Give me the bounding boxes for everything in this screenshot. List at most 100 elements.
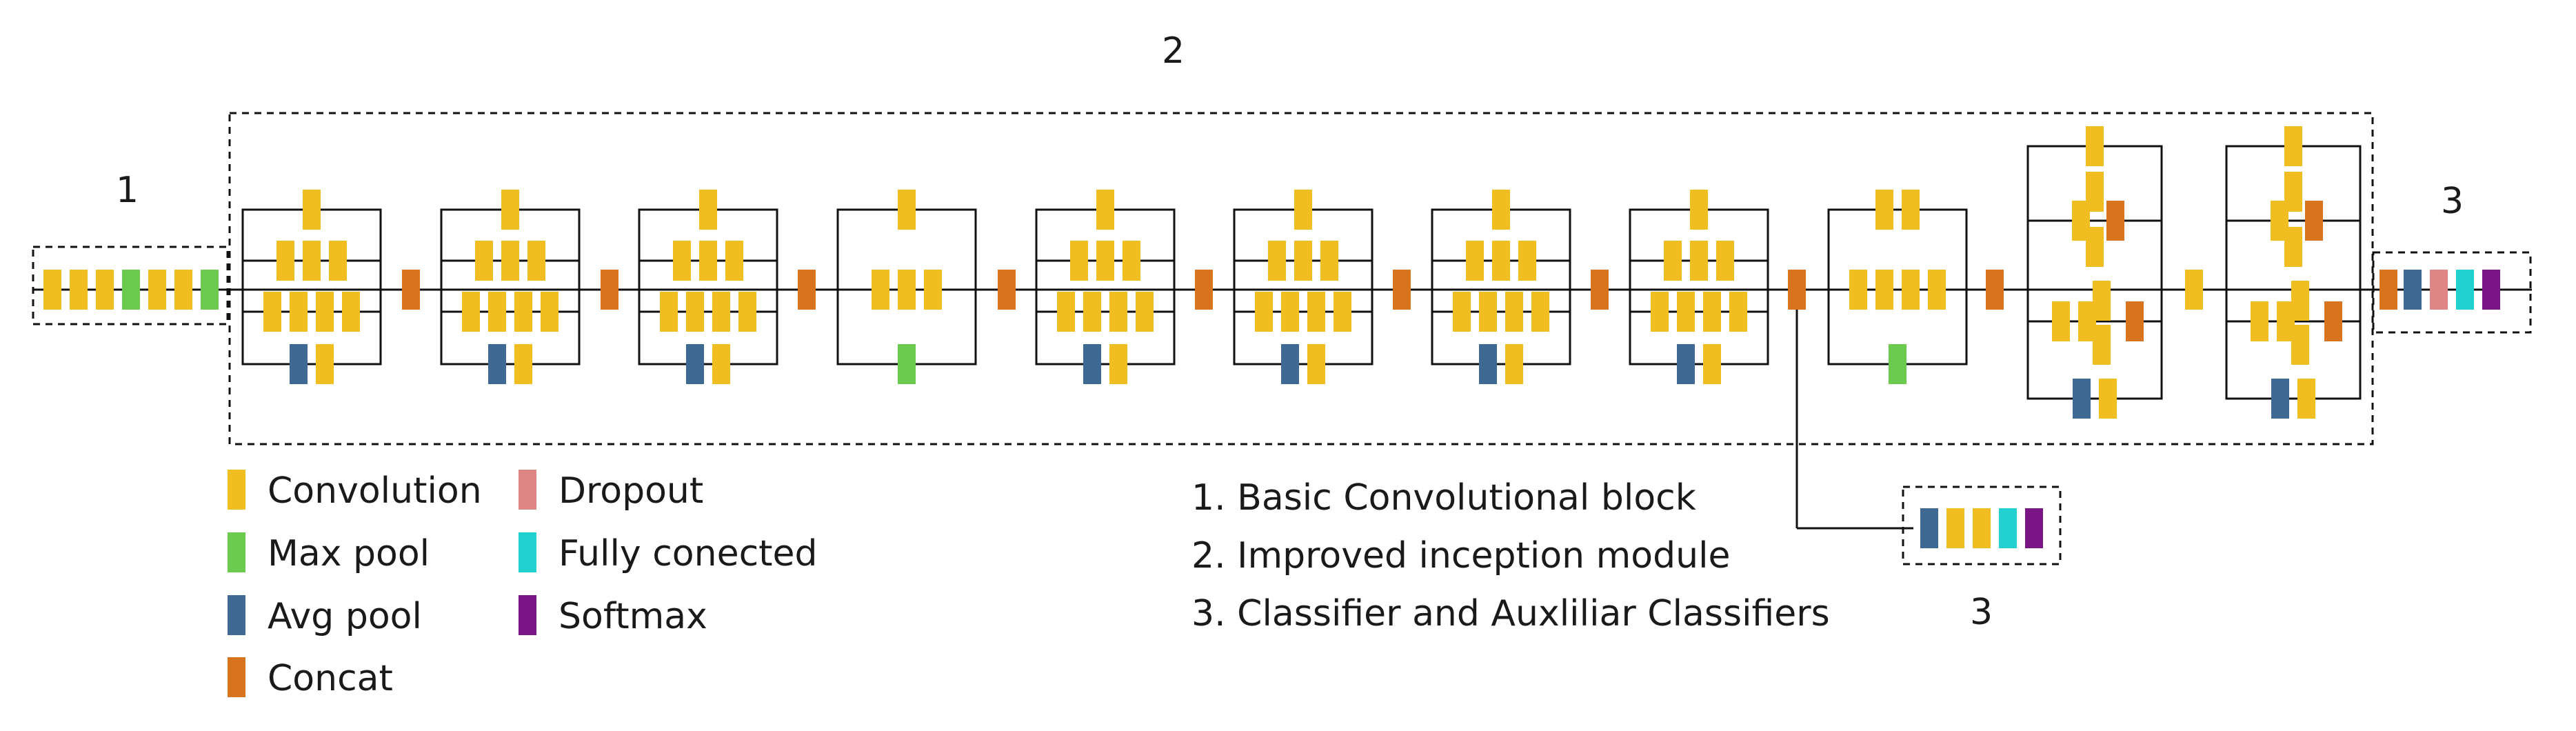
convolution-layer bbox=[501, 190, 519, 230]
avg-pool-layer bbox=[2073, 379, 2091, 419]
convolution-layer bbox=[1334, 292, 1351, 332]
softmax-layer bbox=[2482, 270, 2500, 310]
convolution-layer bbox=[276, 241, 294, 281]
legend-swatch-convolution bbox=[228, 470, 245, 510]
convolution-layer bbox=[462, 292, 480, 332]
avg-pool-layer bbox=[2271, 379, 2289, 419]
avg-pool-layer bbox=[1281, 344, 1299, 384]
convolution-layer bbox=[1518, 241, 1536, 281]
note-2-text: Improved inception module bbox=[1237, 535, 1731, 577]
convolution-layer bbox=[1716, 241, 1734, 281]
dashed-frames bbox=[32, 112, 2532, 565]
convolution-layer bbox=[1136, 292, 1154, 332]
convolution-layer bbox=[1703, 292, 1721, 332]
convolution-layer bbox=[1677, 292, 1695, 332]
concat-layer bbox=[998, 270, 1016, 310]
avg-pool-layer bbox=[1083, 344, 1101, 384]
convolution-layer bbox=[2291, 325, 2309, 365]
convolution-layer bbox=[699, 241, 717, 281]
convolution-layer bbox=[738, 292, 756, 332]
convolution-layer bbox=[1057, 292, 1075, 332]
layer-blocks bbox=[43, 126, 2500, 548]
convolution-layer bbox=[541, 292, 559, 332]
label-inception-modules: 2 bbox=[1162, 30, 1185, 72]
convolution-layer bbox=[1109, 292, 1127, 332]
convolution-layer bbox=[1096, 241, 1114, 281]
convolution-layer bbox=[1651, 292, 1669, 332]
aux-classifier-frame bbox=[1902, 485, 2062, 565]
concat-layer bbox=[2126, 301, 2144, 341]
convolution-layer bbox=[501, 241, 519, 281]
legend-label-convolution: Convolution bbox=[268, 470, 482, 512]
convolution-layer bbox=[1875, 270, 1893, 310]
legend-swatch-avg-pool bbox=[228, 595, 245, 635]
convolution-layer bbox=[2297, 379, 2315, 419]
convolution-layer bbox=[1123, 241, 1140, 281]
convolution-layer bbox=[2284, 227, 2302, 267]
convolution-layer bbox=[2086, 126, 2104, 166]
concat-layer bbox=[1393, 270, 1411, 310]
convolution-layer bbox=[2251, 301, 2268, 341]
avg-pool-layer bbox=[1479, 344, 1497, 384]
convolution-layer bbox=[1466, 241, 1484, 281]
note-3-text: Classifier and Auxliliar Classifiers bbox=[1237, 593, 1830, 634]
convolution-layer bbox=[1928, 270, 1946, 310]
avg-pool-layer bbox=[488, 344, 506, 384]
convolution-layer bbox=[2291, 281, 2309, 321]
convolution-layer bbox=[2093, 325, 2111, 365]
convolution-layer bbox=[527, 241, 545, 281]
convolution-layer bbox=[2284, 126, 2302, 166]
convolution-layer bbox=[2093, 281, 2111, 321]
convolution-layer bbox=[1946, 508, 1964, 548]
concat-layer bbox=[2305, 201, 2323, 241]
avg-pool-layer bbox=[1677, 344, 1695, 384]
convolution-layer bbox=[514, 292, 532, 332]
convolution-layer bbox=[1902, 190, 1920, 230]
convolution-layer bbox=[1294, 190, 1312, 230]
convolution-layer bbox=[673, 241, 691, 281]
concat-layer bbox=[1788, 270, 1806, 310]
convolution-layer bbox=[488, 292, 506, 332]
concat-layer bbox=[1986, 270, 2004, 310]
note-1-number: 1. bbox=[1191, 477, 1226, 519]
convolution-layer bbox=[1268, 241, 1286, 281]
concat-layer bbox=[2106, 201, 2124, 241]
convolution-layer bbox=[699, 190, 717, 230]
main-classifier-frame bbox=[2372, 251, 2532, 334]
dropout-layer bbox=[2430, 270, 2448, 310]
softmax-layer bbox=[2025, 508, 2043, 548]
convolution-layer bbox=[1875, 190, 1893, 230]
convolution-layer bbox=[924, 270, 942, 310]
avg-pool-layer bbox=[1920, 508, 1938, 548]
concat-layer bbox=[2324, 301, 2342, 341]
convolution-layer bbox=[303, 190, 321, 230]
note-3: 3. Classifier and Auxliliar Classifiers bbox=[1191, 596, 1830, 632]
convolution-layer bbox=[1690, 241, 1708, 281]
convolution-layer bbox=[342, 292, 360, 332]
convolution-layer bbox=[303, 241, 321, 281]
convolution-layer bbox=[96, 270, 114, 310]
convolution-layer bbox=[1320, 241, 1338, 281]
concat-layer bbox=[1591, 270, 1609, 310]
convolution-layer bbox=[898, 270, 916, 310]
convolution-layer bbox=[2086, 227, 2104, 267]
legend-label-fully-connected: Fully conected bbox=[559, 533, 818, 574]
convolution-layer bbox=[686, 292, 704, 332]
convolution-layer bbox=[1307, 292, 1325, 332]
convolution-layer bbox=[1294, 241, 1312, 281]
legend-swatch-dropout bbox=[519, 470, 536, 510]
convolution-layer bbox=[1729, 292, 1747, 332]
concat-layer bbox=[402, 270, 420, 310]
convolution-layer bbox=[1492, 190, 1510, 230]
convolution-layer bbox=[316, 344, 334, 384]
max-pool-layer bbox=[898, 344, 916, 384]
legend-swatch-fully-connected bbox=[519, 532, 536, 572]
convolution-layer bbox=[712, 344, 730, 384]
convolution-layer bbox=[898, 190, 916, 230]
convolution-layer bbox=[514, 344, 532, 384]
convolution-layer bbox=[872, 270, 889, 310]
legend-label-dropout: Dropout bbox=[559, 470, 704, 512]
fully-connected-layer bbox=[1999, 508, 2017, 548]
